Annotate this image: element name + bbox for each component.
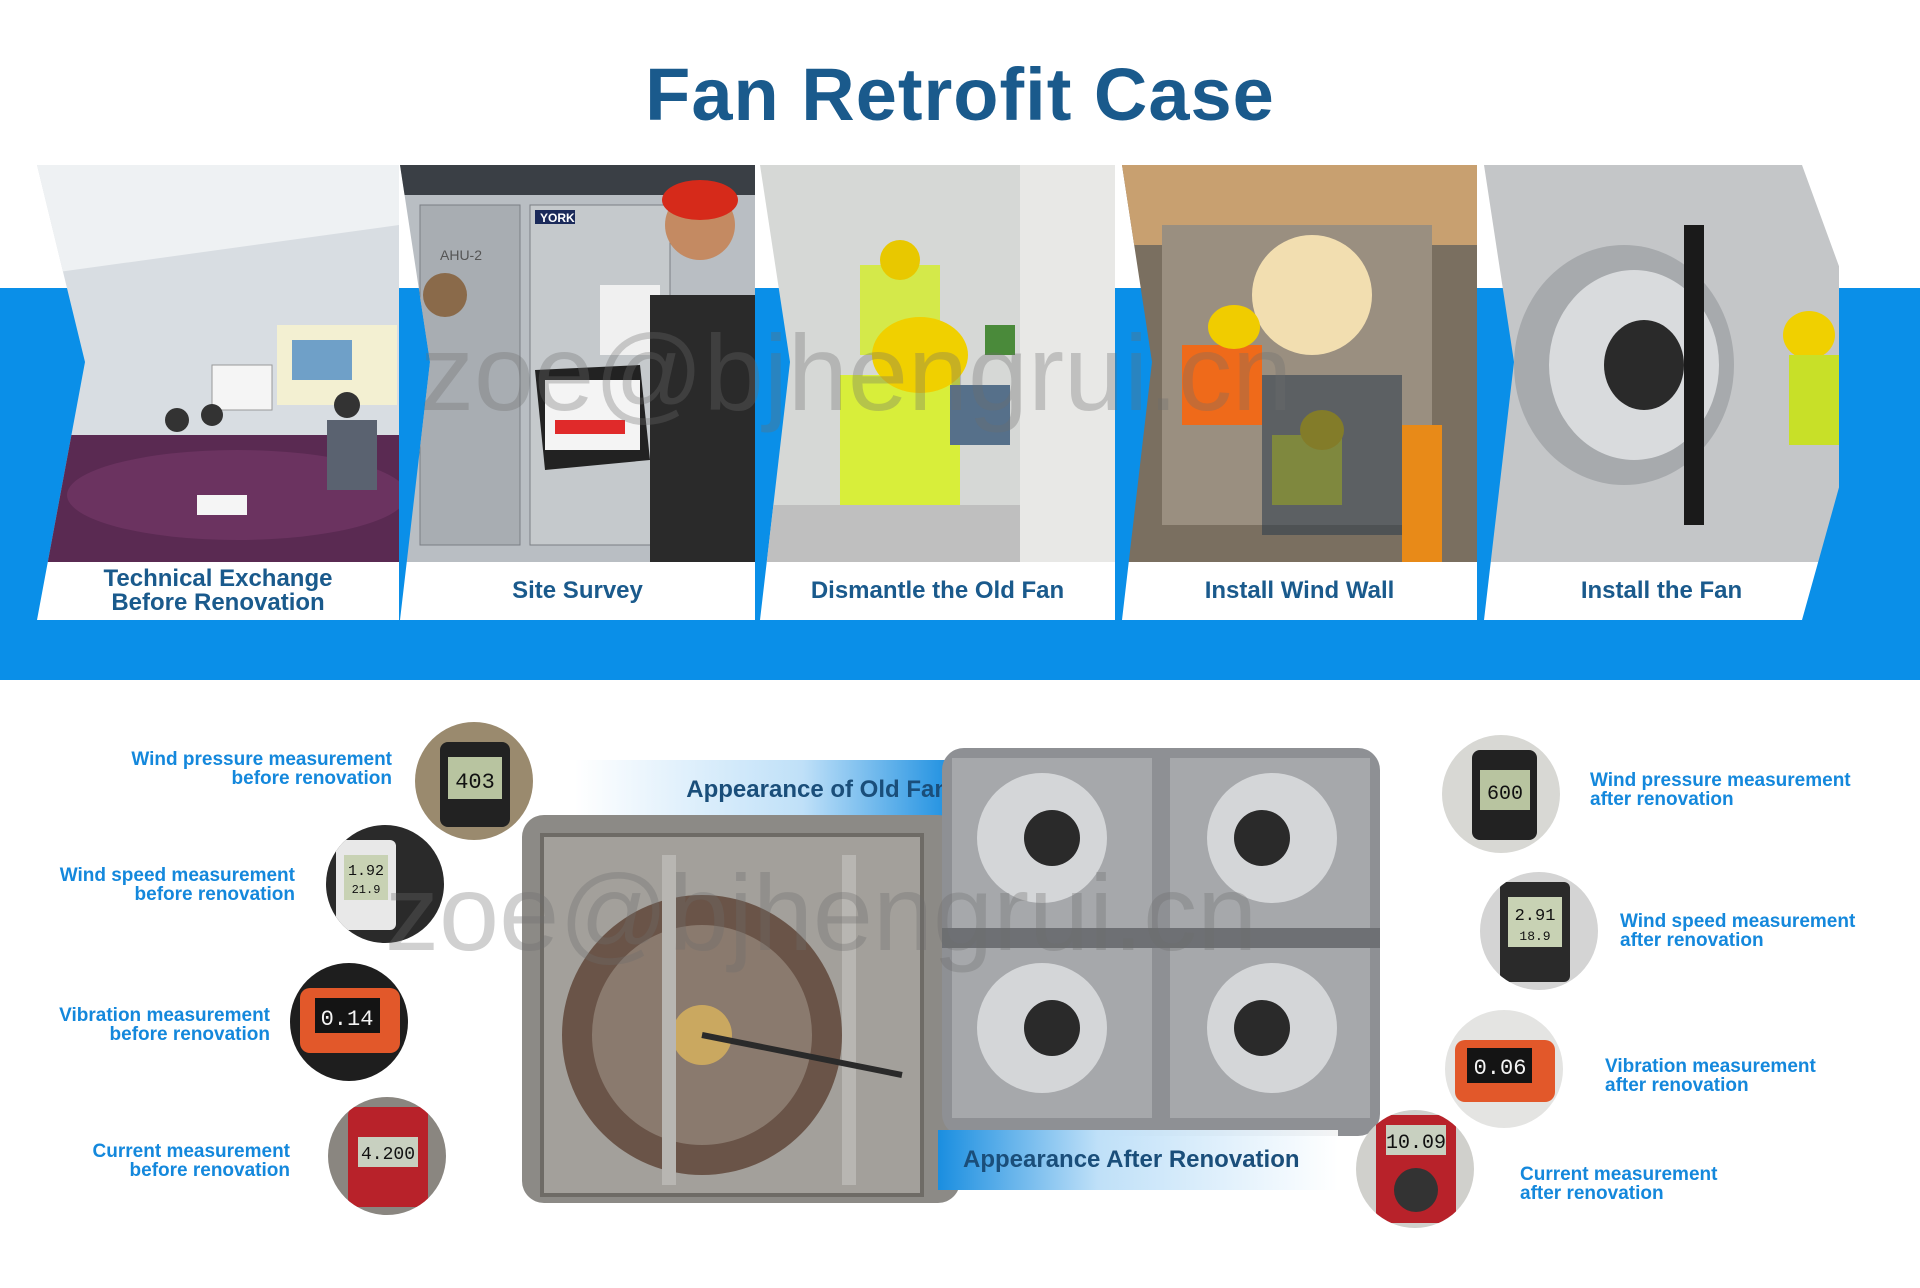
site-survey-photo: YORK AHU-2 xyxy=(400,165,755,562)
svg-text:21.9: 21.9 xyxy=(352,883,381,897)
banner-after-renovation: Appearance After Renovation xyxy=(938,1130,1338,1190)
page-title: Fan Retrofit Case xyxy=(645,53,1275,136)
install-fan-photo xyxy=(1484,165,1839,562)
step-caption: Dismantle the Old Fan xyxy=(760,562,1115,620)
svg-text:18.9: 18.9 xyxy=(1519,929,1550,944)
svg-text:1.92: 1.92 xyxy=(348,863,384,880)
step-install-wind-wall: Install Wind Wall xyxy=(1122,165,1477,620)
meter-wind-pressure-before: 403 xyxy=(415,722,533,840)
step-install-fan: Install the Fan xyxy=(1484,165,1839,620)
meter-wind-speed-before: 1.92 21.9 xyxy=(326,825,444,943)
meter-current-after: 10.09 xyxy=(1356,1110,1474,1228)
svg-text:0.06: 0.06 xyxy=(1474,1056,1527,1081)
svg-text:600: 600 xyxy=(1487,783,1523,806)
meter-wind-pressure-after: 600 xyxy=(1442,735,1560,853)
step-site-survey: YORK AHU-2 Site Survey xyxy=(400,165,755,620)
watermark-bottom: zoe@bjhengrui.cn xyxy=(385,852,1258,973)
svg-text:403: 403 xyxy=(455,770,495,795)
svg-text:2.91: 2.91 xyxy=(1515,907,1556,926)
step-caption: Install the Fan xyxy=(1484,562,1839,620)
svg-text:10.09: 10.09 xyxy=(1386,1132,1446,1155)
york-brand-text: YORK xyxy=(540,211,575,225)
step-caption: Site Survey xyxy=(400,562,755,620)
dismantle-photo xyxy=(760,165,1115,562)
meter-vibration-after: 0.06 xyxy=(1445,1010,1563,1128)
watermark-top: zoe@bjhengrui.cn xyxy=(420,312,1293,433)
old-fan-photo xyxy=(522,815,960,1203)
step-technical-exchange: Technical Exchange Before Renovation xyxy=(37,165,399,620)
meter-vibration-before: 0.14 xyxy=(290,963,408,1081)
after-renovation-photo xyxy=(942,748,1380,1136)
meeting-room-photo xyxy=(37,165,399,562)
wind-wall-photo xyxy=(1122,165,1477,562)
step-caption: Install Wind Wall xyxy=(1122,562,1477,620)
svg-text:4.200: 4.200 xyxy=(361,1145,415,1165)
svg-text:0.14: 0.14 xyxy=(321,1007,374,1032)
step-dismantle-old-fan: Dismantle the Old Fan xyxy=(760,165,1115,620)
step-caption: Technical Exchange Before Renovation xyxy=(37,562,399,620)
meter-current-before: 4.200 xyxy=(328,1097,446,1215)
ahu-mark-text: AHU-2 xyxy=(440,247,482,263)
banner-old-fan: Appearance of Old Fan xyxy=(575,760,955,820)
meter-wind-speed-after: 2.91 18.9 xyxy=(1480,872,1598,990)
